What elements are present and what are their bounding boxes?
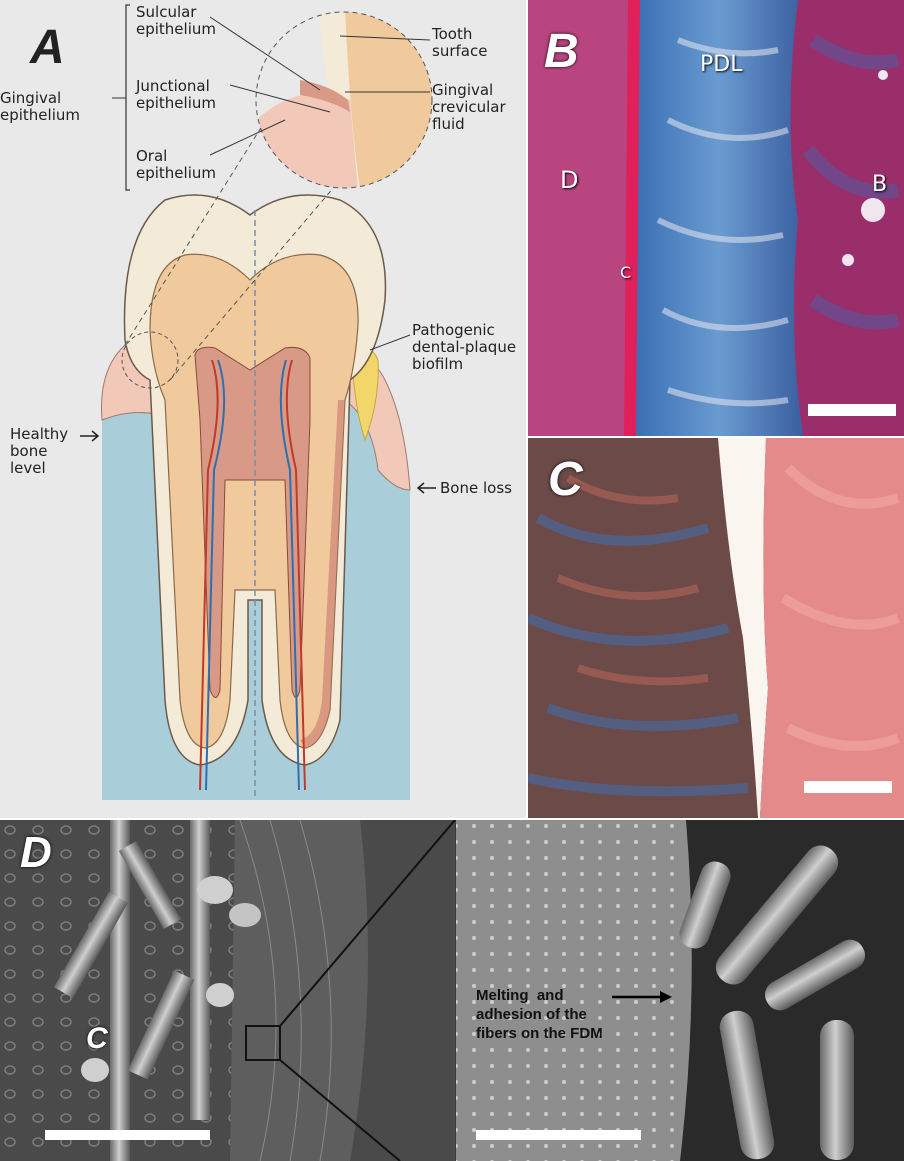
label-gingival-epithelium: Gingival epithelium [0, 90, 80, 124]
gingival-bracket [126, 5, 130, 190]
panel-c-histology: C [528, 438, 904, 818]
panel-d-side-label: C [86, 1022, 108, 1056]
label-bone: B [872, 176, 887, 193]
label-sulcular-epithelium: Sulcular epithelium [136, 4, 216, 38]
panel-a-letter: A [30, 20, 65, 75]
panel-c-letter: C [548, 452, 583, 507]
panel-b-histology: B D C PDL B [528, 0, 904, 436]
scale-bar-d-right [476, 1130, 641, 1140]
scale-bar-b [808, 404, 896, 416]
panel-b-letter: B [544, 24, 579, 79]
label-healthy-bone-level: Healthy bone level [10, 426, 68, 477]
bone-loss-arrow [418, 483, 436, 493]
histology-c-image [528, 438, 904, 818]
label-melting-adhesion: Melting and adhesion of the fibers on th… [476, 986, 603, 1043]
scale-bar-d-left [45, 1130, 210, 1140]
label-tooth-surface: Tooth surface [432, 26, 487, 60]
label-plaque-biofilm: Pathogenic dental-plaque biofilm [412, 322, 516, 373]
label-bone-loss: Bone loss [440, 480, 512, 497]
healthy-bone-arrow [80, 431, 98, 441]
sem-image [0, 820, 904, 1161]
label-oral-epithelium: Oral epithelium [136, 148, 216, 182]
panel-d-letter: D [20, 828, 52, 878]
zoom-circle-large [256, 10, 440, 190]
label-dentin: D [560, 172, 578, 189]
label-junctional-epithelium: Junctional epithelium [136, 78, 216, 112]
panel-d-sem: D C Melting and adhesion of the fibers o… [0, 820, 904, 1161]
panel-a-tooth-schematic: A Sulcular epithelium Junctional epithel… [0, 0, 526, 818]
label-gingival-crevicular-fluid: Gingival crevicular fluid [432, 82, 506, 133]
label-cementum: C [620, 264, 631, 281]
scale-bar-c [804, 781, 892, 793]
label-pdl: PDL [700, 56, 742, 73]
